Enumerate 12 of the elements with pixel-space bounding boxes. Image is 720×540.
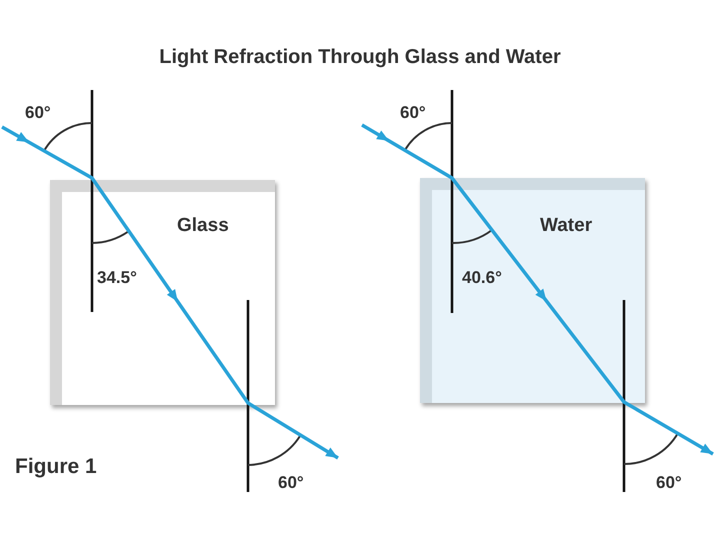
material-label: Water [540, 215, 592, 237]
angle-label: 60° [25, 103, 51, 123]
figure-label: Figure 1 [15, 455, 97, 479]
angle-label: 60° [400, 103, 426, 123]
block [50, 180, 275, 405]
block [420, 178, 645, 403]
title: Light Refraction Through Glass and Water [158, 46, 562, 69]
angle-label: 60° [278, 473, 304, 493]
angle-label: 34.5° [97, 268, 137, 288]
material-label: Glass [177, 215, 229, 237]
angle-label: 60° [656, 473, 682, 493]
angle-label: 40.6° [462, 268, 502, 288]
